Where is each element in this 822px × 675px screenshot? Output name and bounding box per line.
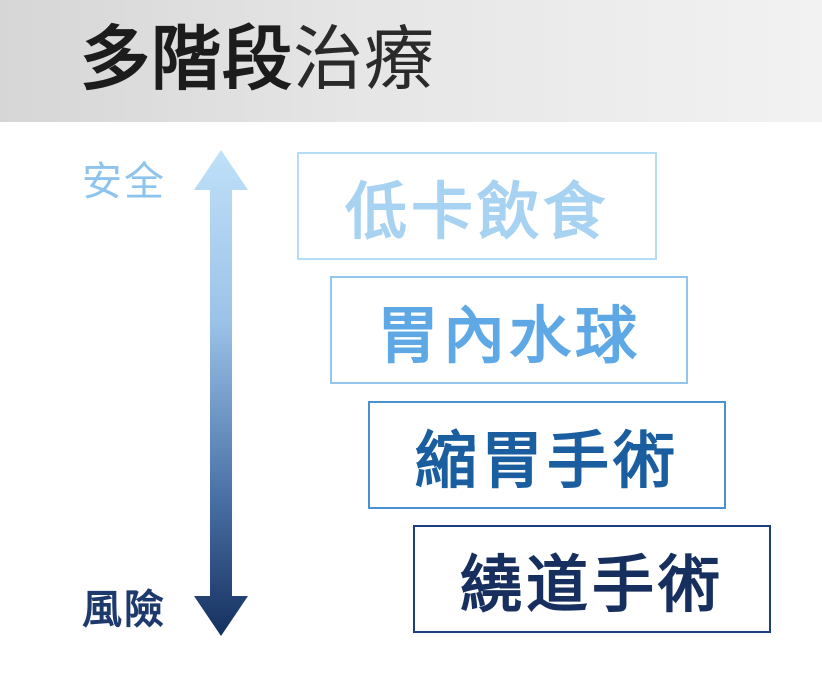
- risk-label: 風險: [82, 587, 166, 633]
- page-title: 多階段治療: [80, 14, 435, 104]
- step-gastric-balloon: 胃內水球: [330, 276, 688, 384]
- step-low-calorie-diet: 低卡飲食: [297, 152, 657, 260]
- safety-risk-arrow-icon: [194, 150, 248, 636]
- step-gastric-bypass: 繞道手術: [413, 525, 771, 633]
- arrow-shape: [194, 150, 248, 636]
- title-bold-part: 多階段: [80, 18, 293, 100]
- safety-label: 安全: [82, 159, 166, 205]
- title-light-part: 治療: [293, 18, 435, 100]
- step-gastric-sleeve: 縮胃手術: [368, 401, 726, 509]
- title-bar: 多階段治療: [0, 0, 822, 122]
